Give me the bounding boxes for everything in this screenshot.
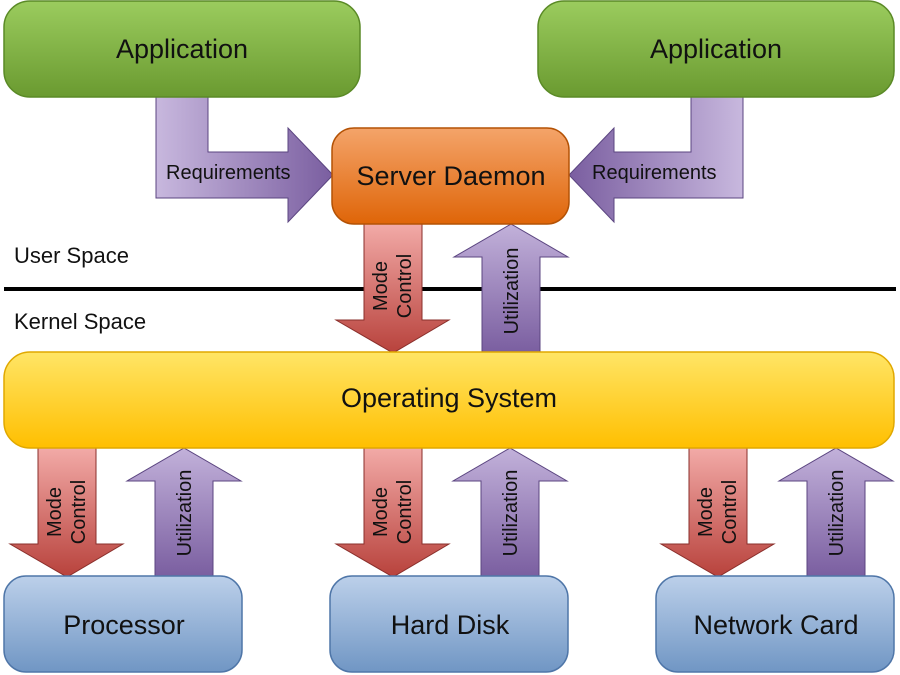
requirements-arrow-left: [155, 96, 334, 224]
application-box-right: [537, 0, 895, 98]
mode-control-arrow-hard-disk: [334, 447, 451, 578]
mode-control-arrow-hard-disk-mode: Mode: [370, 487, 392, 537]
application-box-left: [3, 0, 361, 98]
operating-system-box: [3, 351, 895, 449]
mode-control-arrow-processor-control: Control: [68, 480, 90, 544]
utilization-arrow-hard-disk-label: Utilization: [500, 470, 522, 557]
mode-control-arrow-processor: [8, 447, 125, 578]
utilization-arrow-daemon-label: Utilization: [501, 248, 523, 335]
mode-control-arrow-hard-disk-control: Control: [394, 480, 416, 544]
user-space-label: User Space: [14, 243, 129, 268]
processor-box: [3, 575, 243, 673]
mode-control-arrow-network-card-mode: Mode: [695, 487, 717, 537]
hard-disk-box: [329, 575, 569, 673]
hard-disk-box-label: Hard Disk: [391, 610, 510, 640]
processor-box-label: Processor: [63, 610, 185, 640]
mode-control-arrow-daemon-control: Control: [394, 254, 416, 318]
requirements-arrow-left-label: Requirements: [166, 162, 291, 184]
mode-control-arrow-network-card: [659, 447, 776, 578]
mode-control-arrow-daemon-mode: Mode: [370, 261, 392, 311]
mode-control-arrow-daemon: [334, 223, 451, 354]
application-box-left-label: Application: [116, 34, 248, 64]
utilization-arrow-processor: [125, 447, 243, 578]
utilization-arrow-network-card-label: Utilization: [826, 470, 848, 557]
application-box-right-label: Application: [650, 34, 782, 64]
mode-control-arrow-processor-mode: Mode: [44, 487, 66, 537]
network-card-box-label: Network Card: [693, 610, 858, 640]
operating-system-box-label: Operating System: [341, 383, 557, 413]
utilization-arrow-processor-label: Utilization: [174, 470, 196, 557]
server-daemon-box: [331, 127, 570, 225]
utilization-arrow-network-card: [777, 447, 895, 578]
kernel-space-label: Kernel Space: [14, 309, 146, 334]
network-card-box: [655, 575, 895, 673]
server-daemon-box-label: Server Daemon: [356, 161, 545, 191]
utilization-arrow-hard-disk: [451, 447, 569, 578]
requirements-arrow-right-label: Requirements: [592, 162, 717, 184]
mode-control-arrow-network-card-control: Control: [719, 480, 741, 544]
utilization-arrow-daemon: [452, 223, 570, 354]
requirements-arrow-right: [568, 96, 744, 224]
